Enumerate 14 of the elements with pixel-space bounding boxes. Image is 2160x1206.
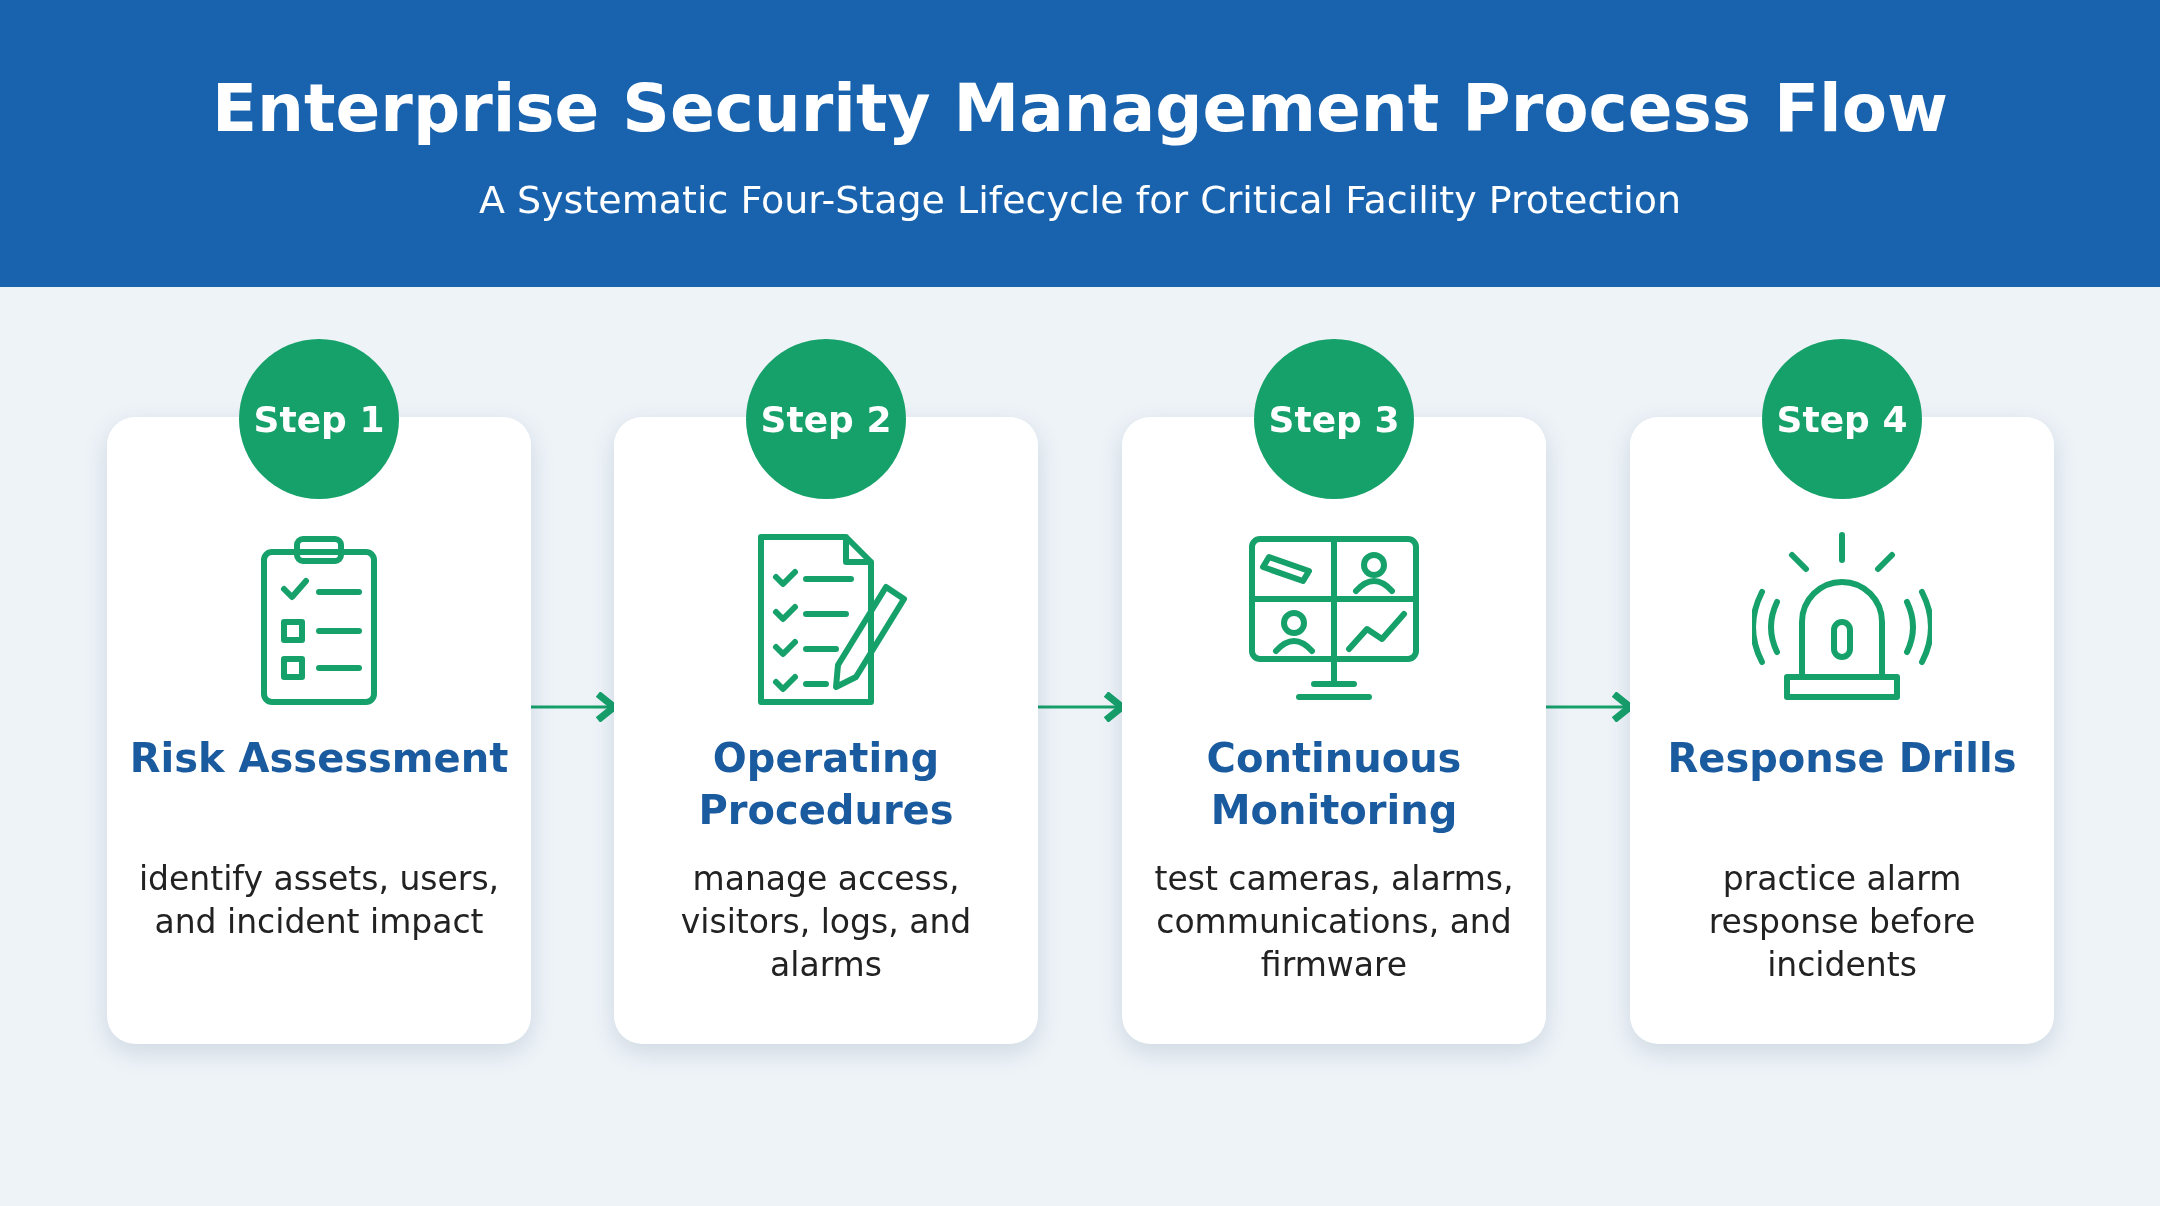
step-heading: Continuous Monitoring	[1205, 734, 1463, 835]
step-description: manage access, visitors, logs, and alarms	[679, 858, 973, 986]
subtitle: A Systematic Four-Stage Lifecycle for Critical Facility Protection	[477, 178, 1683, 222]
title: Enterprise Security Management Process Flow	[211, 70, 1949, 147]
step-heading: Operating Procedures	[697, 734, 955, 835]
step-heading: Response Drills	[1666, 734, 2018, 783]
step-badge: Step 3	[1254, 339, 1414, 499]
step-description: practice alarm response before incidents	[1707, 858, 1977, 986]
step-heading: Risk Assessment	[128, 734, 510, 783]
step-badge: Step 2	[746, 339, 906, 499]
step-badge: Step 4	[1762, 339, 1922, 499]
step-description: test cameras, alarms, communications, and firmware	[1153, 858, 1515, 986]
step-badge: Step 1	[239, 339, 399, 499]
step-description: identify assets, users, and incident impact	[137, 858, 501, 943]
